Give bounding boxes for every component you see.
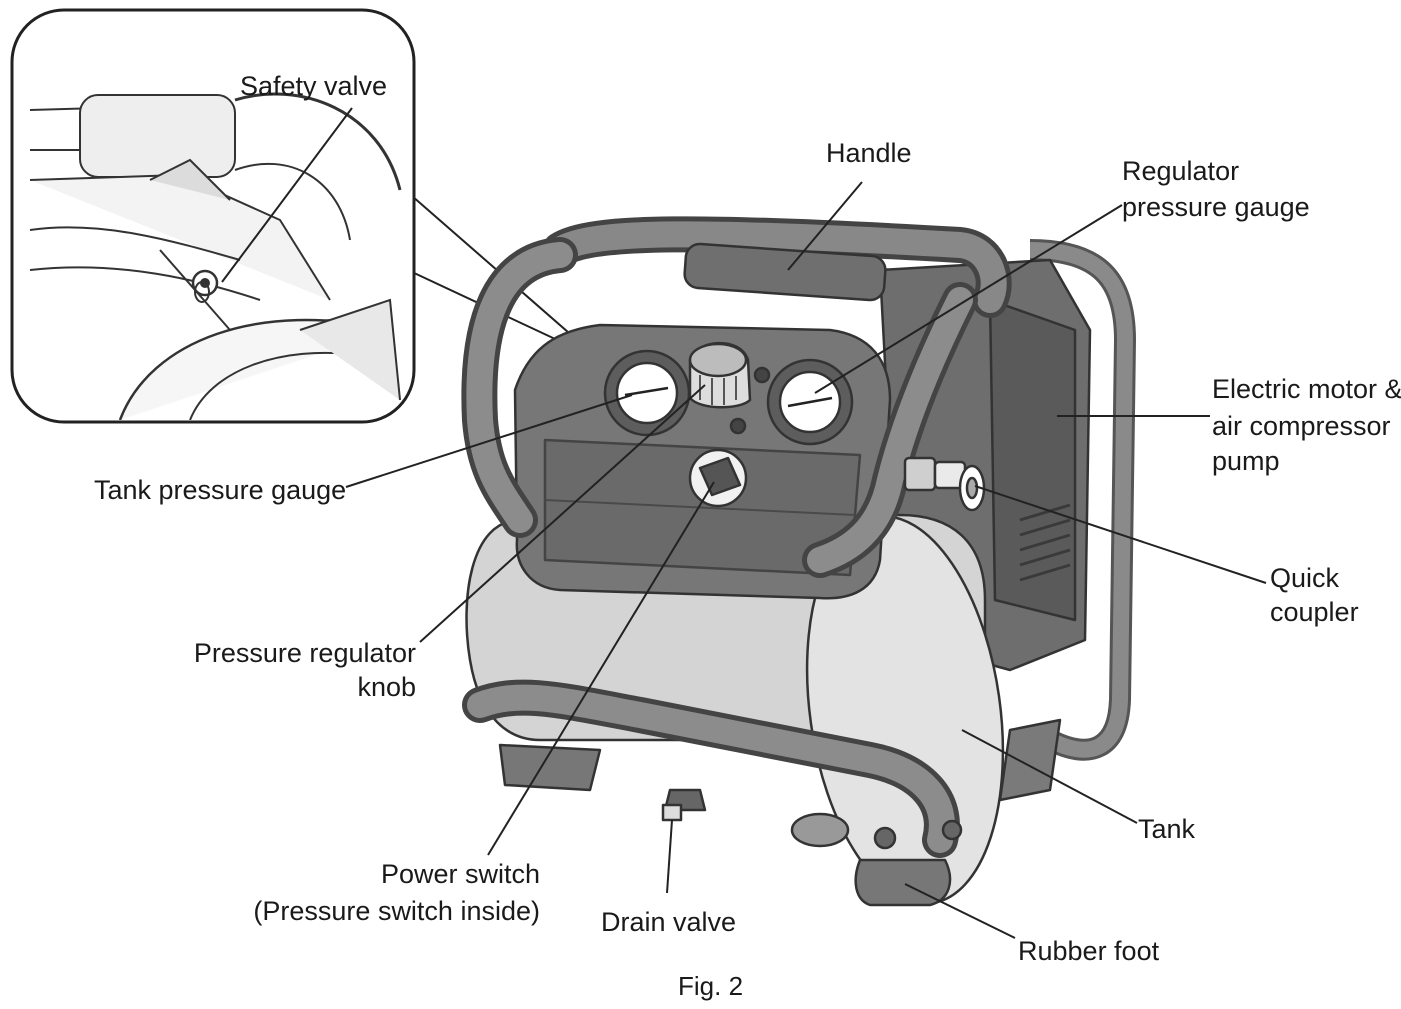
- label-regulator-knob-line2: knob: [357, 672, 416, 702]
- label-tank-gauge: Tank pressure gauge: [94, 475, 346, 505]
- label-handle: Handle: [826, 138, 912, 168]
- label-power-switch-line1: Power switch: [381, 859, 540, 889]
- inset-label-safety-valve: Safety valve: [240, 71, 387, 101]
- inset-illustration: [29, 92, 402, 420]
- leader-lines: [345, 181, 1267, 939]
- quick-coupler: [903, 456, 986, 512]
- label-tank: Tank: [1138, 814, 1196, 844]
- leader-regulator-knob: [419, 384, 706, 643]
- label-regulator-gauge-line1: Regulator: [1122, 156, 1239, 186]
- label-drain-valve: Drain valve: [601, 907, 736, 937]
- label-quick-coupler-line2: coupler: [1270, 597, 1359, 627]
- rear-foot: [790, 812, 850, 848]
- label-motor-line2: air compressor: [1212, 411, 1391, 441]
- inset-panel: Safety valve: [10, 8, 601, 424]
- leader-rubber-foot: [904, 883, 1016, 939]
- compressor-illustration: [461, 216, 1136, 907]
- label-motor-line3: pump: [1212, 446, 1280, 476]
- leader-tank-gauge: [345, 394, 633, 488]
- label-quick-coupler-line1: Quick: [1270, 563, 1340, 593]
- label-regulator-gauge-line2: pressure gauge: [1122, 192, 1310, 222]
- drain-valve: [661, 788, 707, 822]
- leader-safety-valve: [221, 107, 353, 283]
- leader-power-switch: [487, 481, 715, 856]
- label-power-switch-line2: (Pressure switch inside): [253, 896, 540, 926]
- leader-handle: [787, 181, 863, 271]
- label-motor-line1: Electric motor &: [1212, 374, 1401, 404]
- leader-tank: [961, 729, 1138, 824]
- figure-caption: Fig. 2: [678, 971, 743, 1001]
- rubber-foot-left: [498, 743, 602, 792]
- leader-quick-coupler: [974, 485, 1267, 584]
- motor-vents: [1019, 503, 1071, 582]
- label-regulator-knob-line1: Pressure regulator: [194, 638, 416, 668]
- callout-labels: Handle Regulator pressure gauge Electric…: [94, 138, 1401, 1001]
- leader-regulator-gauge: [814, 204, 1123, 394]
- label-rubber-foot: Rubber foot: [1018, 936, 1160, 966]
- leader-drain-valve: [666, 819, 673, 894]
